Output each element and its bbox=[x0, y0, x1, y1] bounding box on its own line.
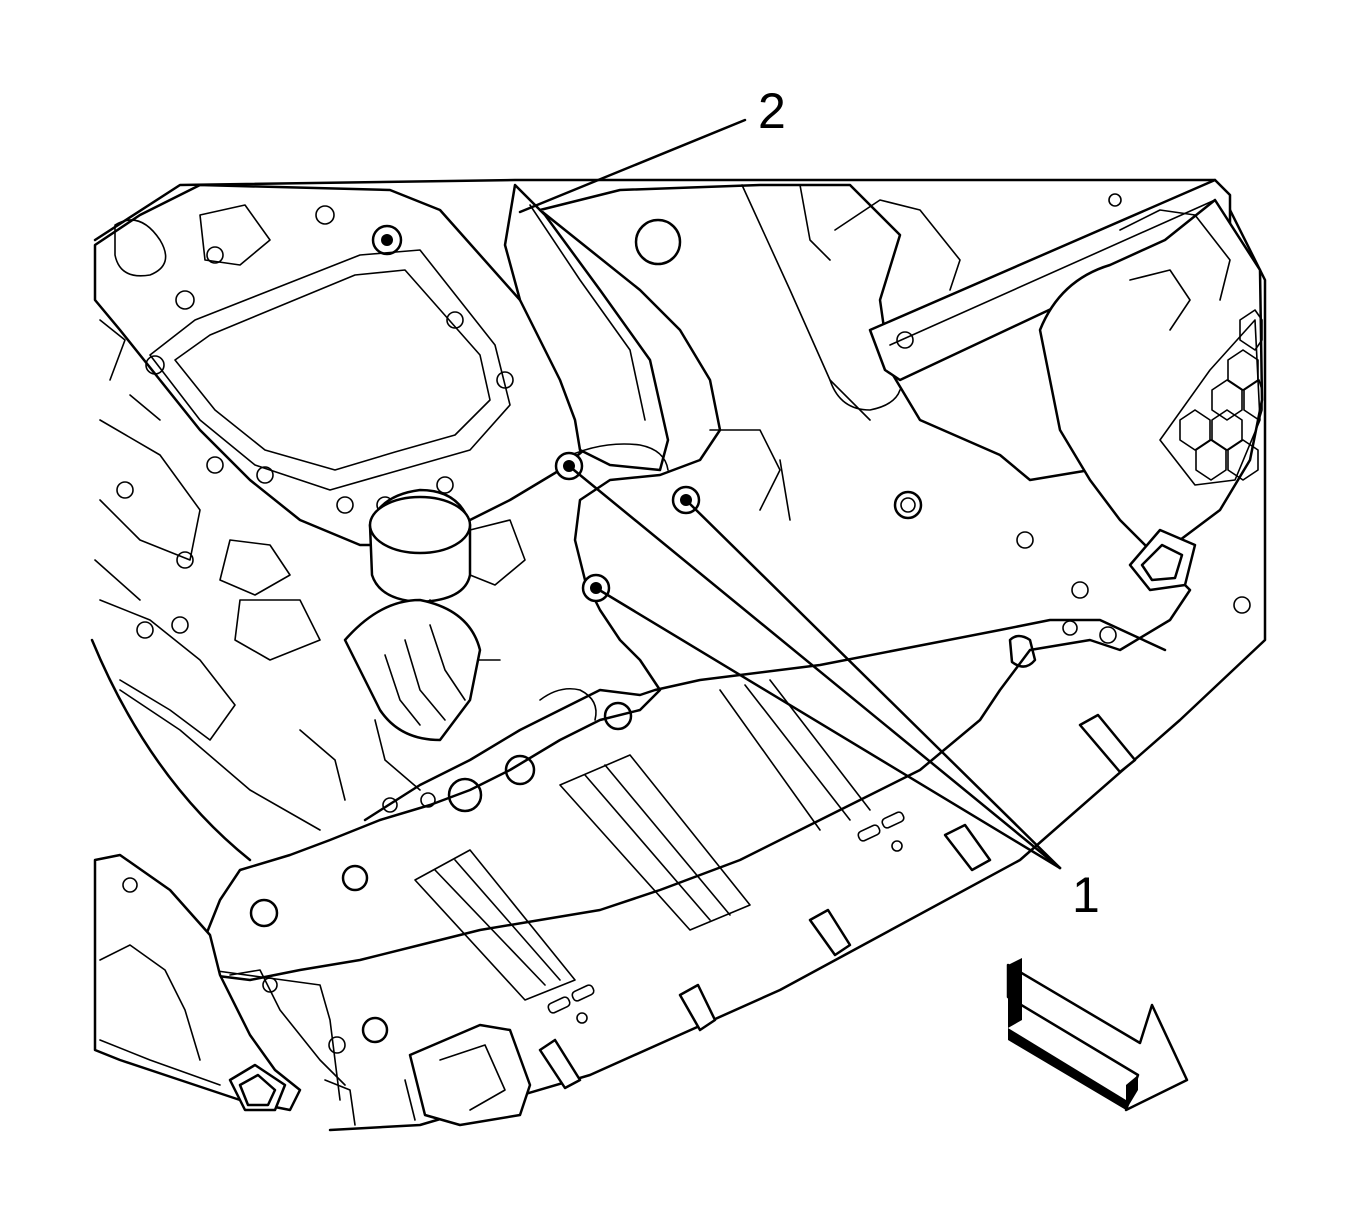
transmission-housing bbox=[300, 600, 480, 800]
callout-label-1: 1 bbox=[1072, 867, 1100, 923]
tow-hook-bracket bbox=[363, 1018, 530, 1125]
front-direction-arrow-icon bbox=[1008, 958, 1187, 1110]
callout-label-2: 2 bbox=[758, 83, 786, 139]
